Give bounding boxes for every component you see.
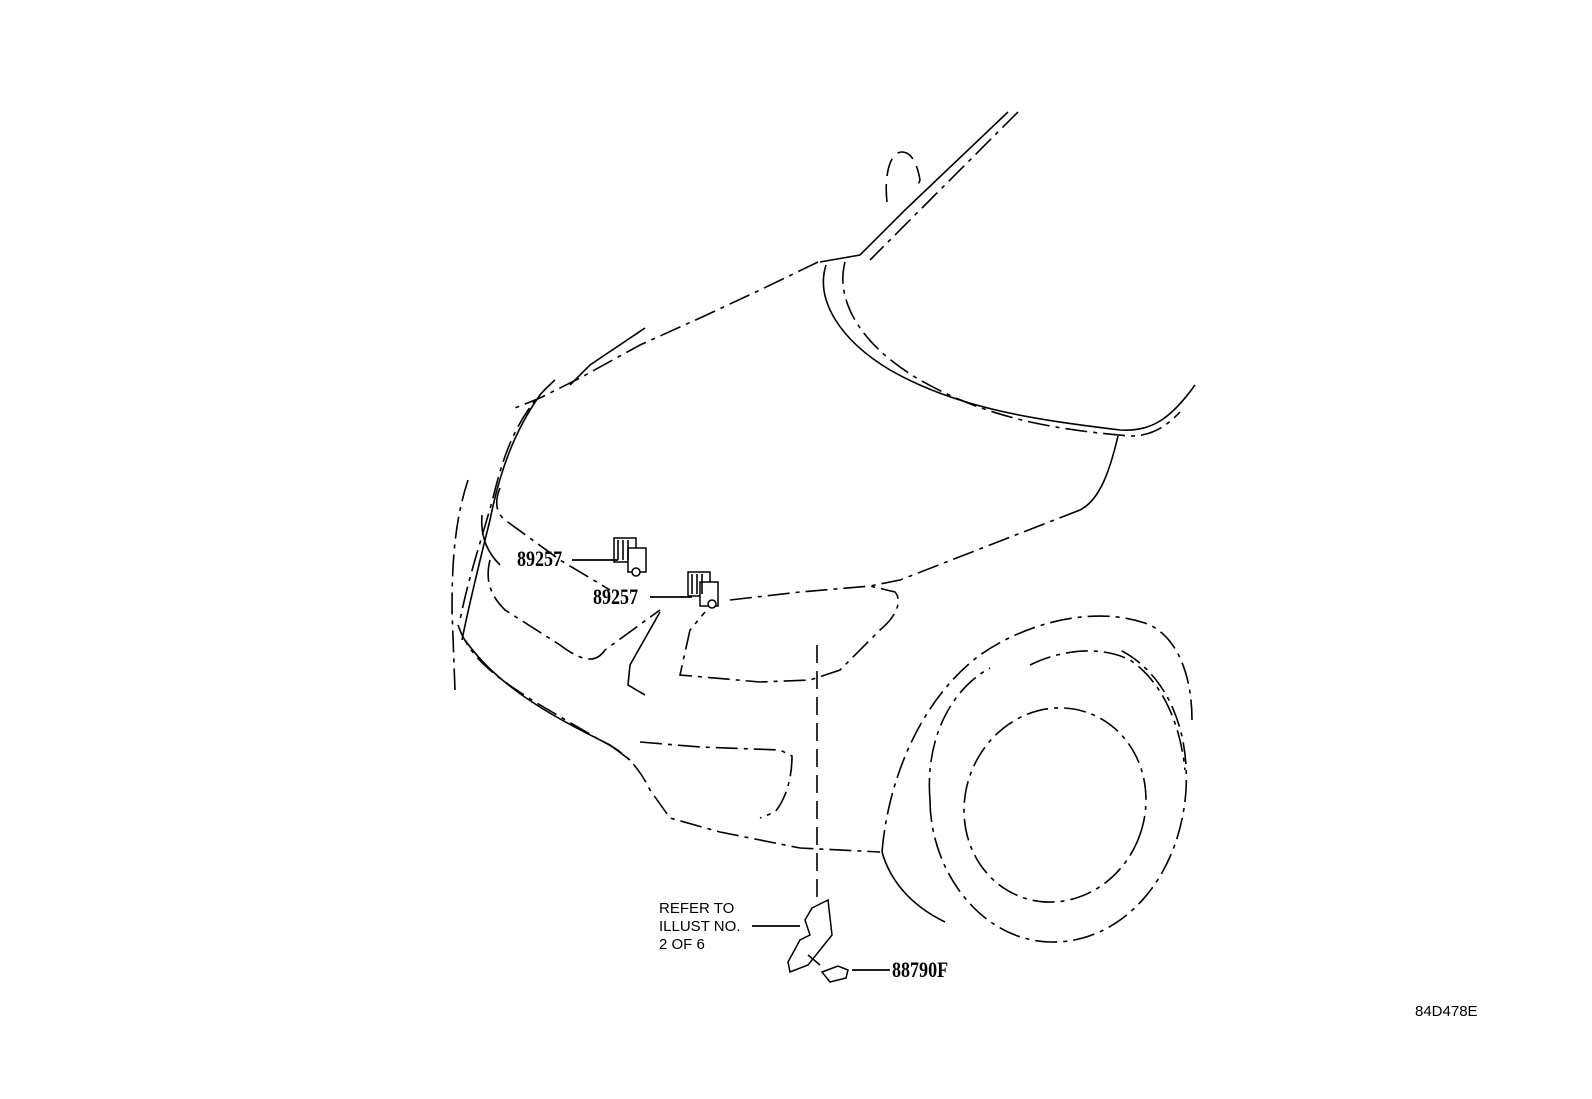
sensor-part-1 (613, 537, 647, 577)
upper-grille-solid (480, 514, 501, 566)
headlamp-outline (679, 585, 899, 683)
a-pillar-line (819, 111, 1009, 263)
wheel-rim (963, 707, 1147, 903)
fender-top-line (1079, 435, 1119, 511)
bracket-part (787, 898, 833, 974)
fender-lower-line (869, 509, 1081, 587)
reference-note-line: 2 OF 6 (659, 936, 705, 953)
tire-sidewall (928, 667, 991, 801)
fender-lip (881, 851, 946, 923)
reference-note-line: ILLUST NO. (659, 918, 741, 935)
reference-note-line: REFER TO (659, 900, 735, 917)
headlamp-inner (627, 611, 661, 696)
hood-crease (569, 327, 646, 386)
wheel-arch-inner (1029, 650, 1186, 771)
front-left-solid (461, 394, 541, 641)
a-pillar-dashed-line (869, 111, 1019, 261)
cowl-inner-line (842, 261, 1181, 437)
bumper-lower-solid (464, 639, 631, 761)
tire-outer (929, 649, 1188, 943)
side-mirror-outline (885, 151, 921, 203)
hood-top-edge (509, 261, 819, 411)
illustration-code: 84D478E (1415, 1003, 1478, 1020)
cowl-line (822, 264, 1196, 431)
lower-grille (487, 559, 661, 660)
sensor-part-2 (687, 571, 719, 609)
wheel-arch-outer (881, 615, 1193, 853)
front-left-edge (459, 379, 556, 621)
upper-grille (495, 487, 611, 591)
fog-lamp-outline (639, 741, 793, 819)
bumper-side-edge (451, 479, 469, 691)
part-number-label[interactable]: 89257 (517, 546, 563, 571)
bumper-lower-line (457, 624, 881, 853)
part-number-label[interactable]: 88790F (892, 957, 949, 982)
connector-part (807, 954, 849, 983)
part-number-label[interactable]: 89257 (593, 584, 639, 609)
reference-note: REFER TO ILLUST NO. 2 OF 6 (659, 900, 740, 954)
